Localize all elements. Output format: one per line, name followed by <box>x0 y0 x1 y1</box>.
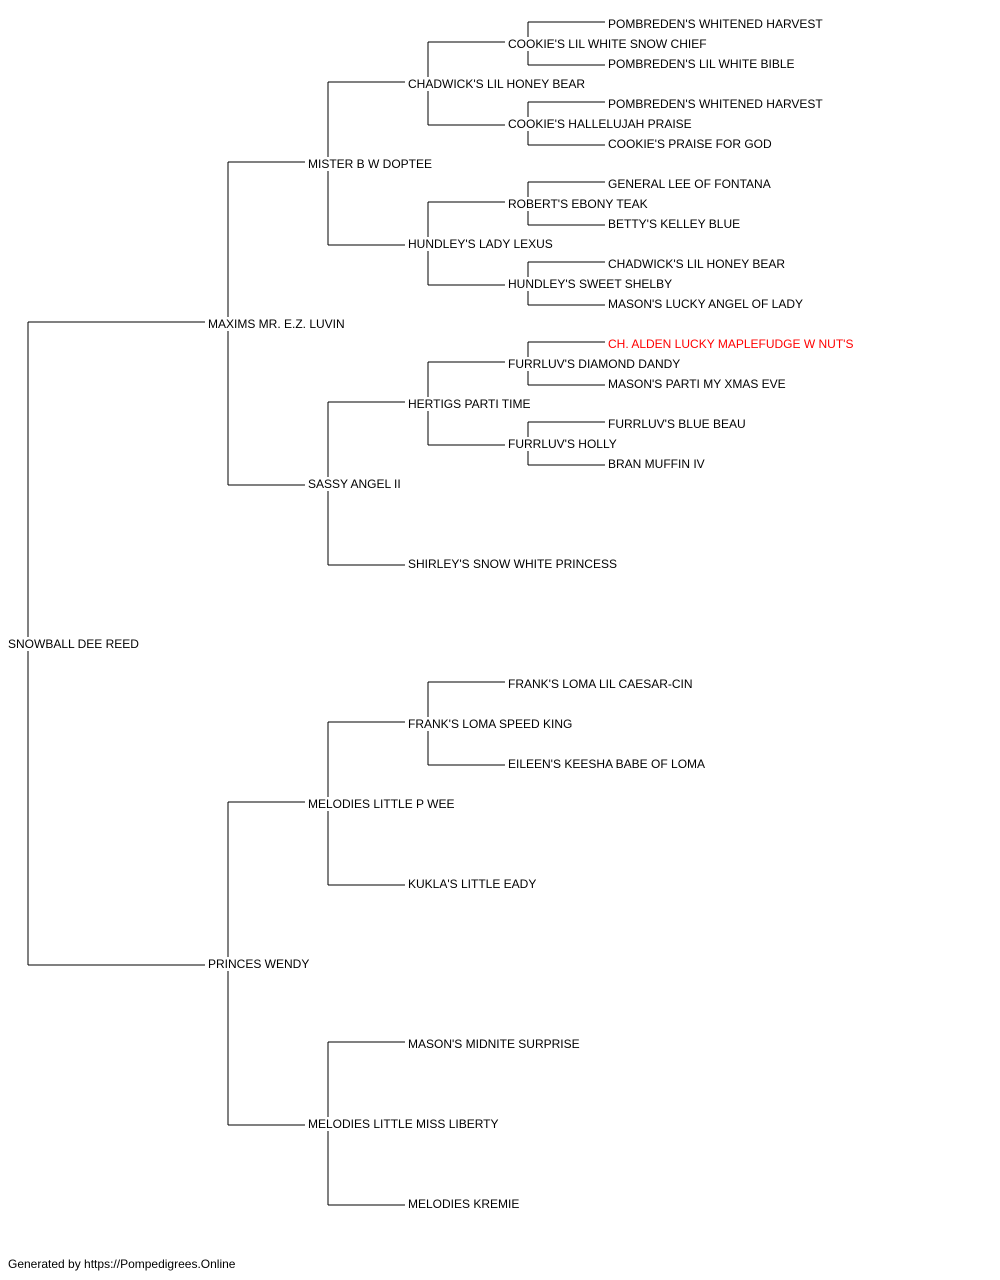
ancestor-name-dsss: FRANK'S LOMA LIL CAESAR-CIN <box>507 677 694 691</box>
ancestor-name-ssds: ROBERT'S EBONY TEAK <box>507 197 649 211</box>
sire-dam-name: SASSY ANGEL II <box>307 477 402 491</box>
ancestor-name-sds: HERTIGS PARTI TIME <box>407 397 532 411</box>
dam-name: PRINCES WENDY <box>207 957 311 971</box>
ancestor-name-dsd: KUKLA'S LITTLE EADY <box>407 877 538 891</box>
ancestor-name-ssd: HUNDLEY'S LADY LEXUS <box>407 237 554 251</box>
ancestor-name-ssdd: HUNDLEY'S SWEET SHELBY <box>507 277 674 291</box>
ancestor-name-dssd: EILEEN'S KEESHA BABE OF LOMA <box>507 757 707 771</box>
ancestor-name-ssdds: CHADWICK'S LIL HONEY BEAR <box>607 257 786 271</box>
ancestor-name-sdssd: MASON'S PARTI MY XMAS EVE <box>607 377 787 391</box>
subject-name: SNOWBALL DEE REED <box>7 637 140 651</box>
ancestor-name-ssss: COOKIE'S LIL WHITE SNOW CHIEF <box>507 37 708 51</box>
ancestor-name-sdsds: FURRLUV'S BLUE BEAU <box>607 417 747 431</box>
generated-by-footer: Generated by https://Pompedigrees.Online <box>8 1257 236 1271</box>
ancestor-name-ssssd: POMBREDEN'S LIL WHITE BIBLE <box>607 57 796 71</box>
ancestor-name-sssdd: COOKIE'S PRAISE FOR GOD <box>607 137 773 151</box>
ancestor-name-ddd: MELODIES KREMIE <box>407 1197 521 1211</box>
ancestor-name-sssss: POMBREDEN'S WHITENED HARVEST <box>607 17 824 31</box>
champion-ancestor-name: CH. ALDEN LUCKY MAPLEFUDGE W NUT'S <box>607 337 855 351</box>
dam-dam-name: MELODIES LITTLE MISS LIBERTY <box>307 1117 500 1131</box>
ancestor-name-sdsd: FURRLUV'S HOLLY <box>507 437 618 451</box>
ancestor-name-ssdss: GENERAL LEE OF FONTANA <box>607 177 772 191</box>
ancestor-name-dds: MASON'S MIDNITE SURPRISE <box>407 1037 581 1051</box>
sire-sire-name: MISTER B W DOPTEE <box>307 157 434 171</box>
ancestor-name-sss: CHADWICK'S LIL HONEY BEAR <box>407 77 586 91</box>
ancestor-name-sdd: SHIRLEY'S SNOW WHITE PRINCESS <box>407 557 618 571</box>
ancestor-name-sssds: POMBREDEN'S WHITENED HARVEST <box>607 97 824 111</box>
dam-sire-name: MELODIES LITTLE P WEE <box>307 797 456 811</box>
ancestor-name-sssd: COOKIE'S HALLELUJAH PRAISE <box>507 117 693 131</box>
ancestor-name-sdsdd: BRAN MUFFIN IV <box>607 457 706 471</box>
ancestor-name-ssdsd: BETTY'S KELLEY BLUE <box>607 217 742 231</box>
ancestor-name-sdss: FURRLUV'S DIAMOND DANDY <box>507 357 682 371</box>
sire-name: MAXIMS MR. E.Z. LUVIN <box>207 317 346 331</box>
ancestor-name-dss: FRANK'S LOMA SPEED KING <box>407 717 574 731</box>
ancestor-name-ssddd: MASON'S LUCKY ANGEL OF LADY <box>607 297 805 311</box>
